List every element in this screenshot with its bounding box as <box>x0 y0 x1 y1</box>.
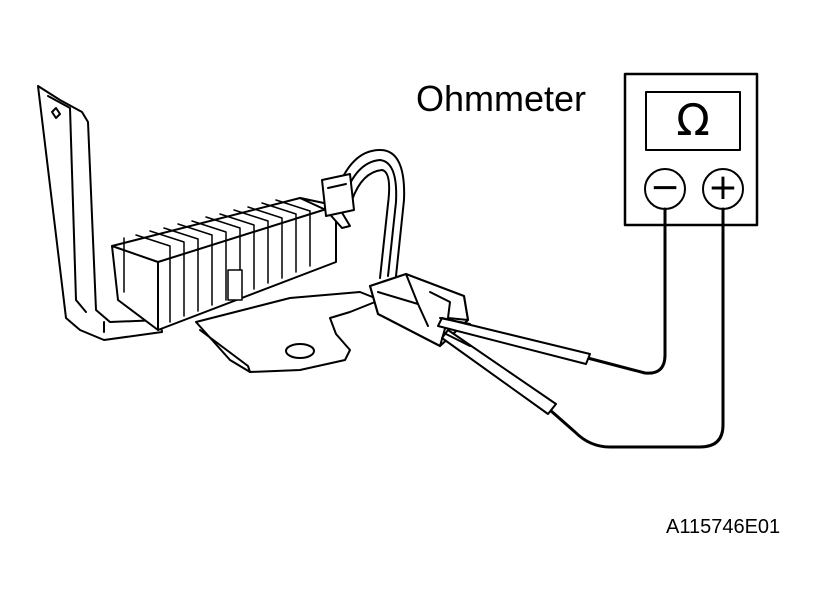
ohmmeter-icon <box>625 74 757 225</box>
ohm-symbol: Ω <box>676 95 710 146</box>
positive-lead-wire <box>550 209 723 447</box>
ohmmeter-label: Ohmmeter <box>416 78 587 119</box>
negative-probe <box>438 318 590 364</box>
cooling-fins <box>124 200 310 322</box>
negative-terminal-sign: − <box>649 167 681 208</box>
regulator-plug <box>322 174 354 216</box>
negative-lead-wire <box>580 209 665 373</box>
regulator-label-plate <box>228 270 242 300</box>
base-plate <box>196 292 380 372</box>
wire-harness <box>335 150 404 278</box>
probe-icon <box>438 318 590 414</box>
figure-code: A115746E01 <box>666 516 781 538</box>
mounting-bracket <box>38 86 162 340</box>
positive-probe <box>442 330 556 414</box>
ohmmeter-display <box>646 92 740 150</box>
regulator-icon <box>112 198 350 330</box>
positive-terminal-sign: + <box>707 167 739 208</box>
base-plate-hole <box>286 344 314 358</box>
